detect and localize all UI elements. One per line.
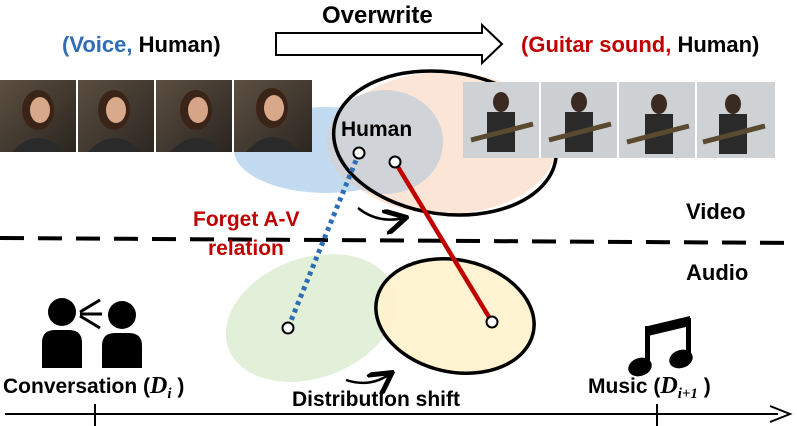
guitar-video-node <box>388 155 402 169</box>
guitar-sound-label: (Guitar sound <box>521 32 666 57</box>
guitar-video-cluster-outline <box>331 69 559 217</box>
left-comma: , <box>126 32 133 57</box>
voice-label: (Voice <box>62 32 127 57</box>
overwrite-arrow <box>275 22 504 66</box>
voice-video-node <box>352 146 366 160</box>
conversation-axis-label: Conversation (Di ) <box>3 373 184 403</box>
music-axis-label: Music (Di+1 ) <box>588 373 711 403</box>
conversation-audio-cluster <box>225 254 397 382</box>
guitar-frame-2 <box>541 82 619 158</box>
music-name: Music ( <box>588 375 661 398</box>
conversation-name: Conversation ( <box>3 375 151 398</box>
music-note-icon <box>628 316 693 377</box>
voice-video-frames <box>0 80 312 152</box>
conversation-domain-symbol: D <box>150 373 168 399</box>
time-axis-arrowhead <box>769 405 793 423</box>
forget-av-label-line1: Forget A-V <box>193 208 300 231</box>
guitar-frame-4 <box>697 82 775 158</box>
voice-frame-1 <box>0 80 78 152</box>
music-domain-subscript: i+1 <box>677 386 698 403</box>
music-audio-cluster <box>375 258 535 374</box>
audio-shift-arrow <box>345 374 390 383</box>
forget-av-label-line2: relation <box>208 237 284 260</box>
voice-frame-2 <box>78 80 156 152</box>
conversation-close: ) <box>171 375 185 398</box>
human-label-left: Human) <box>132 32 221 57</box>
conversation-people-icon <box>42 298 142 368</box>
human-label-right: Human) <box>671 32 760 57</box>
video-modality-label: Video <box>686 199 746 224</box>
audio-modality-label: Audio <box>686 260 749 285</box>
top-right-label: (Guitar sound, Human) <box>521 32 759 58</box>
video-shift-arrow <box>357 207 404 220</box>
top-left-label: (Voice, Human) <box>62 32 221 58</box>
voice-audio-node <box>281 321 295 335</box>
guitar-video-frames <box>463 82 775 158</box>
right-comma: , <box>665 32 672 57</box>
modality-separator <box>0 236 797 245</box>
distribution-shift-label: Distribution shift <box>292 388 460 411</box>
guitar-frame-1 <box>463 82 541 158</box>
music-domain-symbol: D <box>660 373 678 399</box>
human-cluster-label: Human <box>341 118 413 141</box>
human-overlap-region <box>327 90 443 194</box>
music-close: ) <box>697 375 711 398</box>
voice-frame-3 <box>156 80 234 152</box>
voice-frame-4 <box>234 80 312 152</box>
music-audio-cluster-outline <box>374 257 536 375</box>
guitar-relation-line <box>393 160 494 324</box>
overwrite-label: Overwrite <box>322 2 433 29</box>
guitar-audio-node <box>485 315 499 329</box>
guitar-frame-3 <box>619 82 697 158</box>
conversation-domain-subscript: i <box>167 386 172 403</box>
